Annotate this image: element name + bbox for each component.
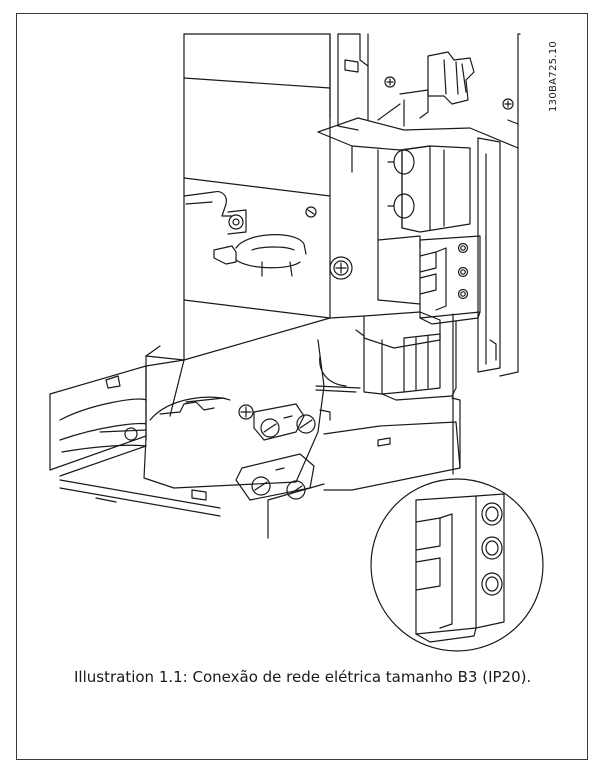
cable-clamps <box>183 191 353 280</box>
detail-callout <box>370 313 544 652</box>
terminal-block <box>355 145 481 401</box>
figure-frame <box>16 13 588 760</box>
document-id: 130BA725.10 <box>548 40 559 112</box>
drive-housing <box>183 33 521 377</box>
bottom-plate <box>49 345 461 539</box>
front-clamp-plate <box>143 315 365 501</box>
figure-caption: Illustration 1.1: Conexão de rede elétri… <box>74 668 532 686</box>
